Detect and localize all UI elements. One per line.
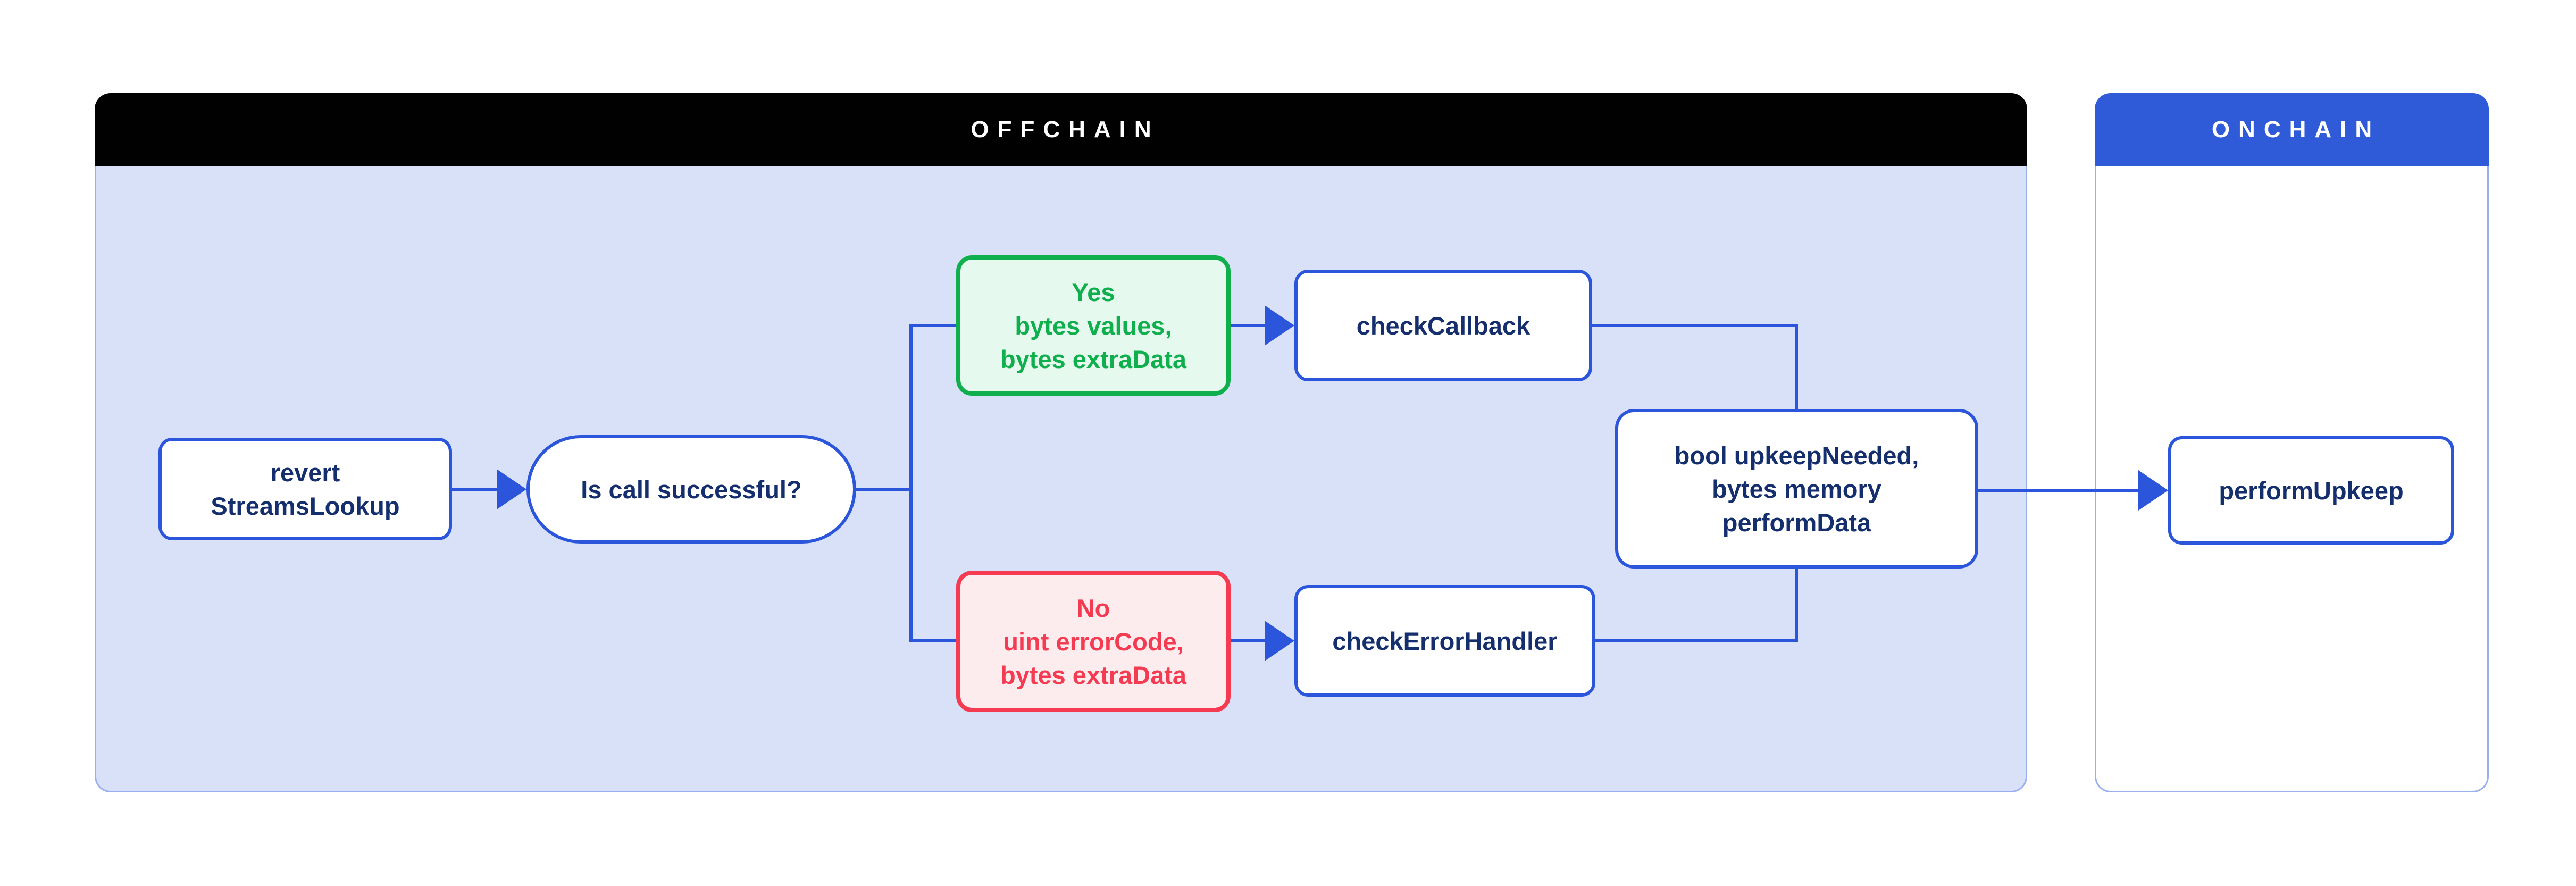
- node-label: revert: [270, 458, 340, 487]
- onchain-title: ONCHAIN: [2211, 116, 2381, 143]
- node-is-call-successful: Is call successful?: [526, 435, 856, 544]
- node-label: bytes memory: [1712, 474, 1881, 503]
- node-label: uint errorCode,: [1003, 627, 1184, 656]
- arrow-head-question-icon: [497, 469, 526, 509]
- connector-result-to-performupkeep: [1978, 489, 2140, 492]
- node-label: Yes: [1072, 278, 1115, 306]
- arrow-head-performupkeep-icon: [2138, 470, 2168, 511]
- offchain-title: OFFCHAIN: [971, 116, 1160, 143]
- node-performupkeep: performUpkeep: [2168, 436, 2454, 545]
- connector-branch-vertical: [909, 324, 913, 642]
- node-label: performData: [1722, 508, 1871, 537]
- connector-checkerrorhandler-to-result: [1595, 639, 1798, 642]
- connector-result-top-vertical: [1795, 324, 1798, 410]
- node-label: bytes extraData: [1000, 661, 1187, 689]
- connector-checkcallback-to-result: [1592, 324, 1798, 327]
- node-upkeepneeded-performdata: bool upkeepNeeded, bytes memory performD…: [1615, 409, 1978, 569]
- node-label: checkCallback: [1356, 311, 1530, 340]
- node-label: No: [1076, 594, 1110, 622]
- node-label: bool upkeepNeeded,: [1674, 441, 1919, 470]
- arrow-head-checkcallback-icon: [1265, 305, 1294, 346]
- arrow-head-checkerrorhandler-icon: [1265, 621, 1294, 661]
- node-checkerrorhandler: checkErrorHandler: [1294, 585, 1595, 697]
- node-checkcallback: checkCallback: [1294, 270, 1592, 381]
- node-revert-streamslookup: revert StreamsLookup: [158, 438, 452, 540]
- node-label: bytes extraData: [1000, 345, 1187, 373]
- node-label: Is call successful?: [581, 475, 802, 504]
- connector-result-bottom-vertical: [1795, 567, 1798, 642]
- connector-revert-to-question: [452, 488, 500, 491]
- node-label: bytes values,: [1015, 311, 1172, 340]
- offchain-header: OFFCHAIN: [95, 93, 2027, 166]
- node-label: checkErrorHandler: [1332, 626, 1558, 655]
- connector-question-to-branch: [856, 488, 913, 491]
- node-yes-branch: Yes bytes values, bytes extraData: [956, 255, 1231, 396]
- node-label: performUpkeep: [2219, 476, 2404, 505]
- onchain-header: ONCHAIN: [2095, 93, 2489, 166]
- node-no-branch: No uint errorCode, bytes extraData: [956, 571, 1231, 712]
- node-label: StreamsLookup: [211, 491, 400, 520]
